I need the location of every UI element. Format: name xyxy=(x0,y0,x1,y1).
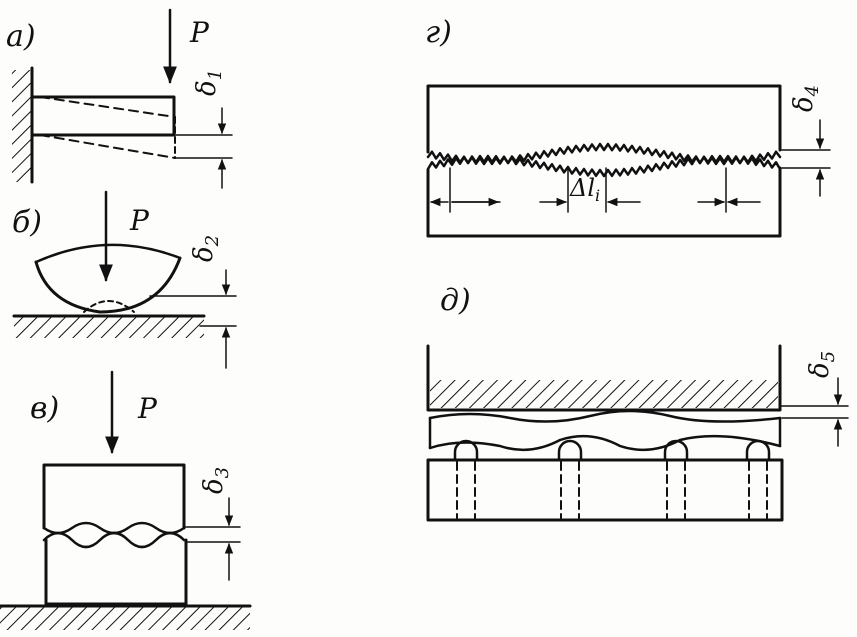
ground-hatch xyxy=(0,606,250,630)
contact-zone xyxy=(83,300,135,313)
upper-frame xyxy=(426,344,782,412)
contact-wave-top xyxy=(42,521,186,535)
support-bump xyxy=(745,439,771,462)
svg-text:δ4: δ4 xyxy=(789,85,823,112)
panel-a: а) P δ1 xyxy=(6,8,233,189)
support-bump xyxy=(663,439,689,462)
sphere-top-edge xyxy=(34,243,182,264)
upper-block xyxy=(42,463,186,530)
panel-b-label: б) xyxy=(12,205,42,240)
svg-text:δ5: δ5 xyxy=(805,351,839,378)
delta-label: δ3 xyxy=(199,467,233,494)
lower-block xyxy=(44,538,188,606)
support-bump xyxy=(557,439,583,462)
panel-d: д) δ5 xyxy=(426,283,849,522)
panel-d-label: д) xyxy=(440,283,471,318)
delta-label: δ2 xyxy=(189,235,223,262)
base-hatch xyxy=(14,316,204,338)
delta-label: δ5 xyxy=(805,351,839,378)
panel-v-label: в) xyxy=(30,391,59,426)
panel-g: г) Δli δ4 xyxy=(425,15,831,238)
panel-g-label: г) xyxy=(425,15,452,50)
rough-surface-bottom xyxy=(426,154,782,178)
cantilever-beam xyxy=(30,95,176,137)
panel-v: в) P δ3 xyxy=(0,370,252,630)
delta-l-label: Δli xyxy=(569,174,600,205)
panel-b: б) P δ2 xyxy=(12,190,237,369)
deflected-top xyxy=(39,96,176,118)
support-bump xyxy=(453,439,479,462)
upper-hatch xyxy=(430,380,778,408)
lower-base xyxy=(426,458,784,522)
svg-text:δ2: δ2 xyxy=(189,235,223,262)
lower-part xyxy=(426,166,782,238)
rough-surface-top xyxy=(426,142,782,166)
strip-bottom xyxy=(428,434,782,452)
svg-text:δ3: δ3 xyxy=(199,467,233,494)
force-label: P xyxy=(189,16,210,49)
force-label: P xyxy=(137,392,158,425)
force-label: P xyxy=(129,204,150,237)
delta-label: δ4 xyxy=(789,85,823,112)
deflected-bottom xyxy=(39,134,176,159)
upper-part xyxy=(426,84,782,154)
wall-hatch xyxy=(12,70,32,182)
sphere-body xyxy=(34,256,182,314)
support-bumps xyxy=(453,439,771,519)
delta-label: δ1 xyxy=(192,69,226,96)
panel-a-label: а) xyxy=(6,19,36,54)
contact-wave-bottom xyxy=(42,531,186,549)
strip-top xyxy=(428,409,782,423)
svg-text:δ1: δ1 xyxy=(192,69,226,96)
